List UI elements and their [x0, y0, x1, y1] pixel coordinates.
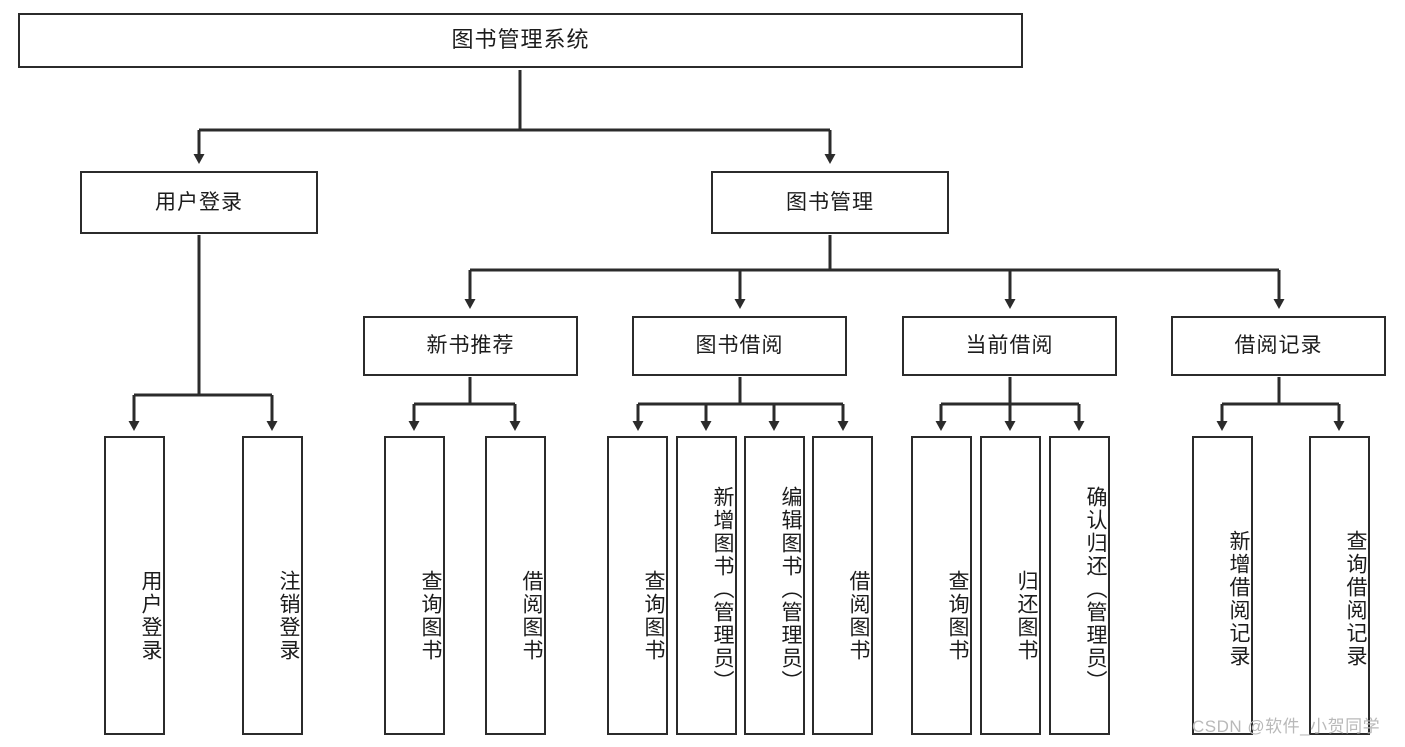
node-label: 查询借阅记录 — [1344, 529, 1367, 668]
node-label: 新增图书（管理员） — [711, 486, 734, 693]
node-label: 借阅记录 — [1234, 334, 1323, 358]
node-leaf-borrow-book-2[interactable]: 借阅图书 — [812, 436, 873, 735]
node-leaf-confirm-return[interactable]: 确认归还（管理员） — [1049, 436, 1110, 735]
node-label: 确认归还（管理员） — [1084, 486, 1107, 693]
node-book-manage[interactable]: 图书管理 — [711, 171, 949, 234]
node-new-book-recommend[interactable]: 新书推荐 — [363, 316, 578, 376]
node-label: 新书推荐 — [426, 334, 515, 358]
node-label: 图书管理 — [786, 190, 874, 214]
node-leaf-add-book[interactable]: 新增图书（管理员） — [676, 436, 737, 735]
node-root-book-management-system[interactable]: 图书管理系统 — [18, 13, 1023, 68]
node-leaf-query-book-1[interactable]: 查询图书 — [384, 436, 445, 735]
node-leaf-add-record[interactable]: 新增借阅记录 — [1192, 436, 1253, 735]
node-label: 查询图书 — [419, 569, 442, 662]
node-leaf-logout[interactable]: 注销登录 — [242, 436, 303, 735]
node-leaf-query-book-3[interactable]: 查询图书 — [911, 436, 972, 735]
node-label: 新增借阅记录 — [1227, 529, 1250, 668]
node-borrow-record[interactable]: 借阅记录 — [1171, 316, 1386, 376]
node-user-login[interactable]: 用户登录 — [80, 171, 318, 234]
node-label: 借阅图书 — [847, 569, 870, 662]
node-leaf-return-book[interactable]: 归还图书 — [980, 436, 1041, 735]
node-label: 查询图书 — [946, 569, 969, 662]
csdn-watermark: CSDN @软件_小贺同学 — [1192, 717, 1381, 736]
node-leaf-user-login[interactable]: 用户登录 — [104, 436, 165, 735]
node-leaf-borrow-book-1[interactable]: 借阅图书 — [485, 436, 546, 735]
node-leaf-query-book-2[interactable]: 查询图书 — [607, 436, 668, 735]
node-label: 当前借阅 — [965, 334, 1054, 358]
node-label: 注销登录 — [277, 569, 300, 662]
node-leaf-edit-book[interactable]: 编辑图书（管理员） — [744, 436, 805, 735]
node-label: 用户登录 — [155, 190, 243, 214]
node-current-borrow[interactable]: 当前借阅 — [902, 316, 1117, 376]
node-label: 图书管理系统 — [451, 27, 590, 53]
node-leaf-query-record[interactable]: 查询借阅记录 — [1309, 436, 1370, 735]
node-book-borrow[interactable]: 图书借阅 — [632, 316, 847, 376]
node-label: 编辑图书（管理员） — [779, 486, 802, 693]
node-label: 查询图书 — [642, 569, 665, 662]
node-label: 借阅图书 — [520, 569, 543, 662]
node-label: 归还图书 — [1015, 569, 1038, 662]
node-label: 用户登录 — [139, 569, 162, 662]
node-label: 图书借阅 — [695, 334, 784, 358]
